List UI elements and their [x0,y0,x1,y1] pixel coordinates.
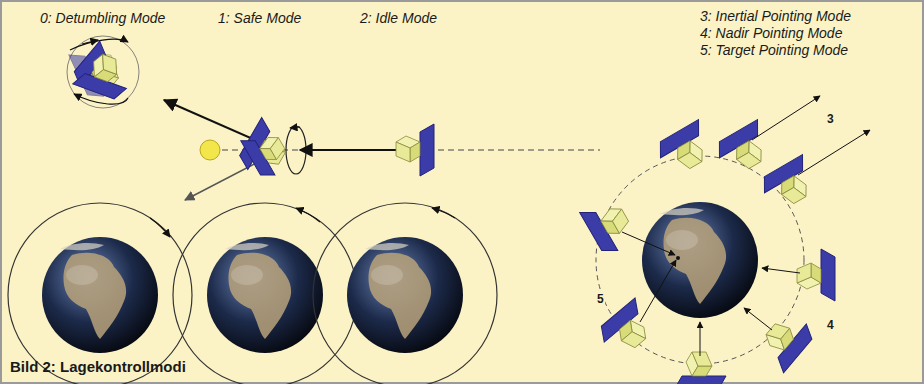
mode-title: 4: Nadir Pointing Mode [700,25,842,41]
mode-title: 0: Detumbling Mode [40,10,165,26]
callout-number: 4 [826,318,835,332]
mode-title: 3: Inertial Pointing Mode [700,8,851,24]
figure-caption: Bild 2: Lagekontrollmodi [10,358,186,375]
callout-number: 3 [826,112,835,126]
mode-title: 5: Target Pointing Mode [700,42,848,58]
mode-title: 1: Safe Mode [218,10,301,26]
mode-title: 2: Idle Mode [360,10,437,26]
callout-number: 5 [596,292,605,306]
